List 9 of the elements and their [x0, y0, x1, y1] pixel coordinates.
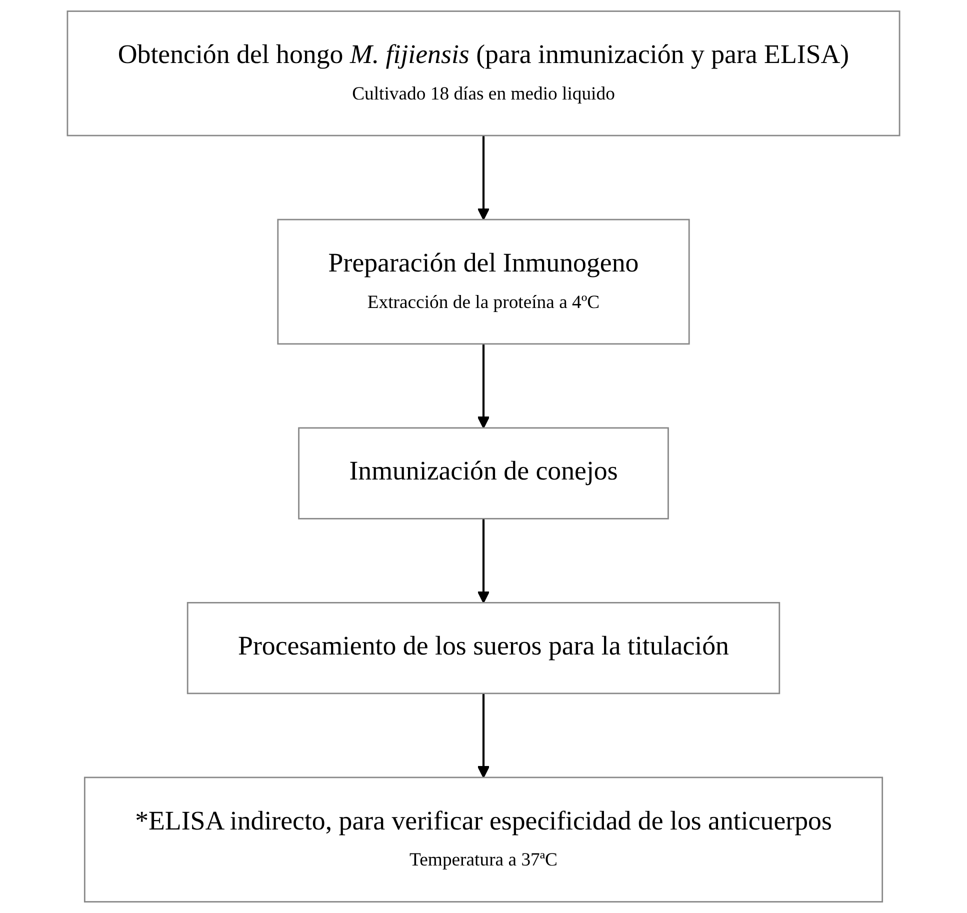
node-box: Obtención del hongo M. fijiensis (para inmunización y para ELISA) Cultivado 18 días en medio liquido — [66, 10, 900, 136]
arrow — [477, 136, 490, 220]
node-box: *ELISA indirecto, para verificar especificidad de los anticuerpos Temperatura a 37ªC — [84, 776, 884, 902]
arrow — [477, 344, 490, 428]
node-box: Inmunización de conejos — [298, 427, 669, 520]
arrow — [477, 518, 490, 604]
arrow — [477, 693, 490, 778]
node-box: Procesamiento de los sueros para la titulación — [186, 602, 780, 694]
node-box: Preparación del Inmunogeno Extracción de la proteína a 4ºC — [277, 218, 690, 345]
